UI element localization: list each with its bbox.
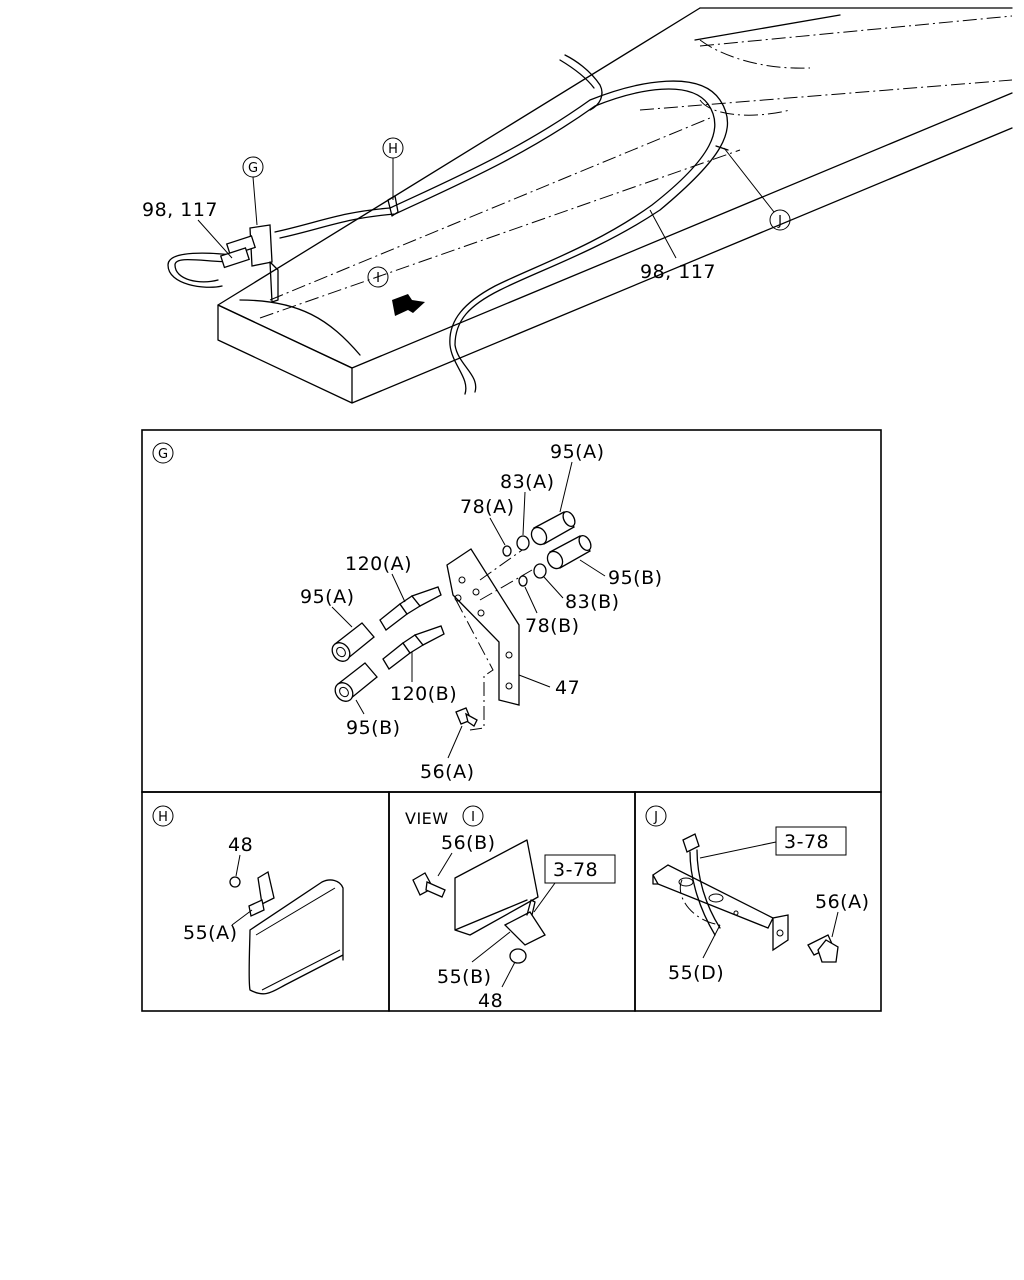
clip-55b — [503, 911, 546, 946]
nut-48-i — [509, 948, 527, 964]
washer-78a — [502, 545, 512, 557]
bolt-56a — [455, 707, 478, 727]
panel-i-letter: I — [462, 805, 484, 827]
overview-chassis — [167, 7, 1013, 404]
svg-text:G: G — [158, 447, 168, 462]
bracket-55d — [652, 864, 789, 952]
nut-48-h — [229, 876, 241, 888]
callout-i: I — [367, 266, 389, 288]
label-55a: 55(A) — [183, 922, 238, 944]
label-48-i: 48 — [478, 990, 503, 1012]
label-95b-right: 95(B) — [608, 567, 663, 589]
callout-j: J — [723, 147, 791, 231]
bolt-56a-j — [807, 934, 839, 963]
svg-text:I: I — [471, 810, 475, 825]
frame-rail-left — [217, 7, 1013, 404]
panel-j-letter: J — [645, 805, 667, 827]
panel-h-letter: H — [152, 805, 174, 827]
label-83b: 83(B) — [565, 591, 620, 613]
label-56b: 56(B) — [441, 832, 496, 854]
view-label: VIEW — [405, 809, 449, 828]
nut-83a — [516, 535, 530, 551]
panel-j-frame — [634, 791, 882, 1012]
bracket-g — [249, 224, 273, 267]
brake-pipe-98-117 — [274, 80, 729, 393]
ref-3-78-j[interactable]: 3-78 — [784, 831, 829, 853]
ref-box-3-78-j[interactable] — [775, 826, 847, 856]
callout-h: H — [382, 137, 404, 200]
label-98-117-left: 98, 117 — [142, 199, 218, 221]
label-56a-j: 56(A) — [815, 891, 870, 913]
label-56a: 56(A) — [420, 761, 475, 783]
label-95b-left: 95(B) — [346, 717, 401, 739]
label-47: 47 — [555, 677, 580, 699]
ref-box-3-78-i[interactable] — [544, 854, 616, 884]
label-95a-top: 95(A) — [550, 441, 605, 463]
bracket-47 — [446, 548, 520, 706]
nut-95b-right — [546, 534, 592, 570]
washer-78b — [518, 575, 528, 587]
label-48-h: 48 — [228, 834, 253, 856]
panel-g-letter: G — [152, 442, 174, 464]
frame-rail-right — [694, 7, 1013, 41]
label-95a-left: 95(A) — [300, 586, 355, 608]
direction-arrow-icon — [392, 294, 425, 316]
frame-section-h — [248, 879, 344, 995]
label-120a: 120(A) — [345, 553, 412, 575]
label-98-117-right: 98, 117 — [640, 261, 716, 283]
nut-95a-left — [331, 622, 375, 662]
nut-95a-right — [530, 510, 576, 546]
label-120b: 120(B) — [390, 683, 457, 705]
union-120a — [379, 586, 442, 631]
callout-g: G — [242, 156, 264, 226]
label-78b: 78(B) — [525, 615, 580, 637]
frame-section-i — [454, 839, 539, 936]
svg-text:H: H — [158, 810, 168, 825]
ref-3-78-i[interactable]: 3-78 — [553, 859, 598, 881]
svg-text:H: H — [388, 142, 398, 157]
label-55b: 55(B) — [437, 966, 492, 988]
svg-text:I: I — [376, 271, 380, 286]
svg-text:G: G — [248, 161, 258, 176]
union-120b — [382, 625, 445, 670]
svg-text:J: J — [777, 214, 782, 229]
nut-83b — [533, 563, 547, 579]
label-78a: 78(A) — [460, 496, 515, 518]
nut-95b-left — [334, 662, 378, 702]
label-83a: 83(A) — [500, 471, 555, 493]
svg-text:J: J — [653, 810, 658, 825]
label-55d: 55(D) — [668, 962, 724, 984]
